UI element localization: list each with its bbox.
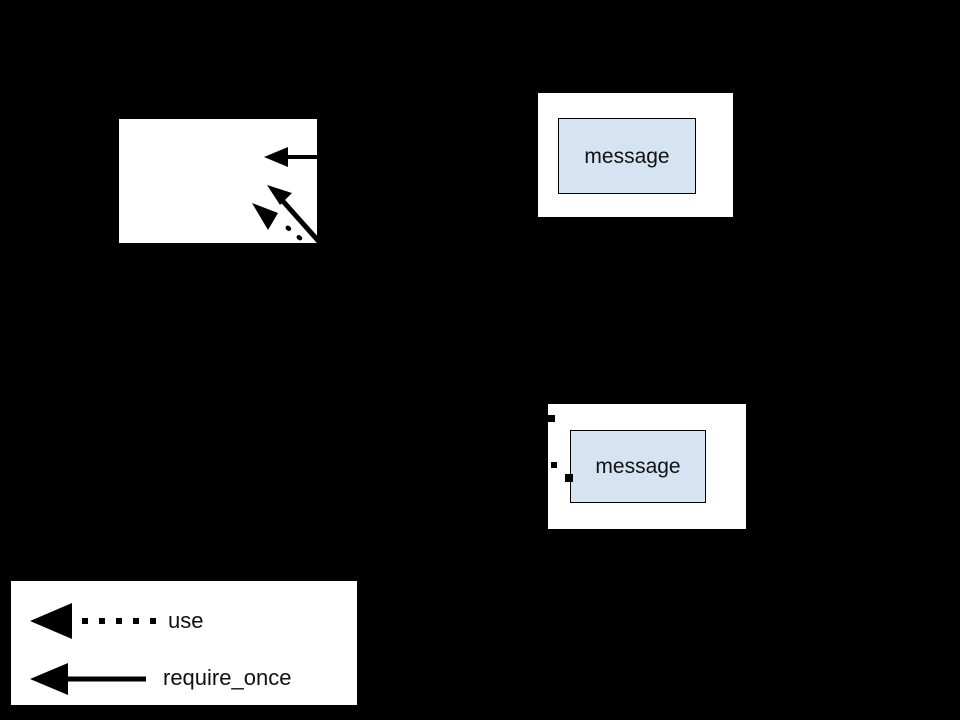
node-message-top[interactable]: message — [558, 118, 696, 194]
edge-require-horizontal — [264, 147, 317, 167]
node-message-bottom[interactable]: message — [570, 430, 706, 503]
node-label: message — [595, 455, 681, 478]
node-label: message — [584, 144, 670, 168]
edge-layer-bottom-right — [548, 415, 573, 482]
legend-label-use: use — [168, 608, 204, 633]
edge-layer-top-left — [252, 147, 317, 243]
legend-label-require-once: require_once — [163, 665, 292, 690]
edge-use-diagonal — [252, 203, 310, 243]
edge-use-fragments — [548, 415, 573, 482]
edge-require-diagonal — [267, 185, 317, 243]
edge-clip-bottom-right — [548, 404, 746, 529]
legend-panel — [11, 581, 357, 705]
edge-clip-top-left — [119, 119, 317, 243]
